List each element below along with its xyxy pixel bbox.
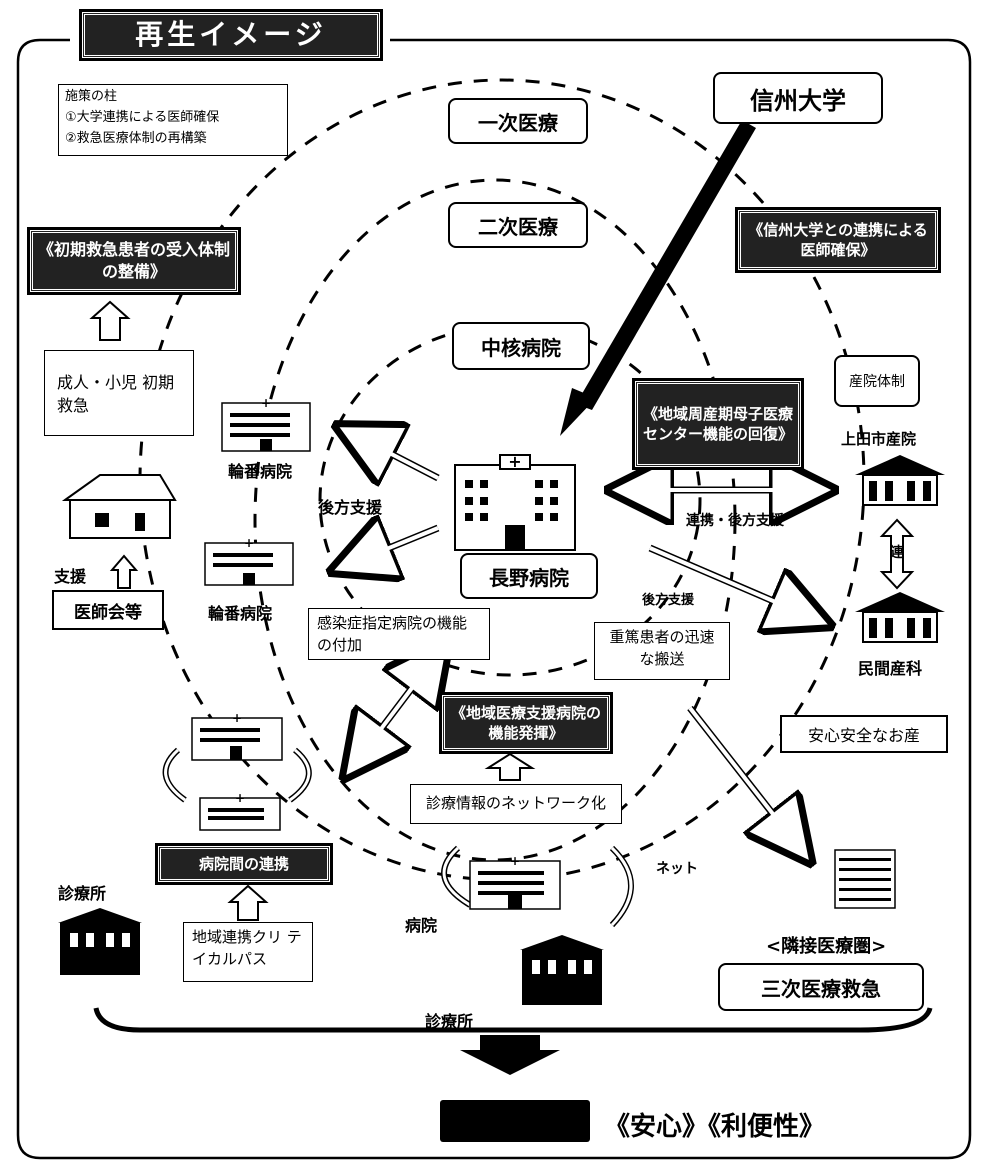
minkan-sanka-icon — [855, 592, 945, 643]
severe-box: 重篤患者の迅速な搬送 — [594, 622, 730, 680]
rinban-hospital-1-icon: + — [221, 396, 311, 452]
adult-child-box: 成人・小児 初期救急 — [44, 350, 194, 436]
sanin-box: 産院体制 — [834, 355, 920, 407]
ueda-sanin-icon — [855, 455, 945, 506]
minkan-label: 民間産科 — [858, 659, 923, 678]
ren-arrows — [879, 518, 915, 590]
up-arrow-clinical — [227, 884, 269, 921]
initial-emergency-box: 《初期救急患者の受入体制の整備》 — [27, 227, 241, 295]
up-arrow-initial — [89, 300, 131, 341]
shien-label: 支援 — [54, 567, 87, 586]
policy-block: 施策の柱 ①大学連携による医師確保 ②救急医療体制の再構築 — [58, 84, 288, 156]
shinshu-arrow — [576, 120, 756, 410]
svg-text:+: + — [510, 854, 520, 868]
koho-label-1: 後方支援 — [318, 498, 383, 517]
clinic-label-left: 診療所 — [58, 884, 107, 903]
regional-support-box: 《地域医療支援病院の機能発揮》 — [439, 692, 613, 754]
anshin-osan-box: 安心安全なお産 — [780, 715, 948, 753]
ring-label-secondary: 二次医療 — [448, 202, 588, 248]
result-black-box — [440, 1100, 590, 1142]
koho-label-2: 後方支援 — [642, 593, 695, 608]
house-icon — [61, 474, 177, 539]
rinban-hospital-2-icon: + — [204, 536, 294, 586]
net-label: ネット — [656, 861, 698, 877]
ring-label-primary: 一次医療 — [448, 98, 588, 144]
svg-text:+: + — [261, 396, 271, 410]
footer-anshin-convenience: 《安心》《利便性》 — [604, 1112, 826, 1142]
ishikai-box: 医師会等 — [52, 590, 164, 630]
svg-text:+: + — [235, 791, 245, 805]
policy-heading: 施策の柱 — [65, 89, 118, 104]
svg-text:+: + — [508, 452, 521, 471]
lower-left-hospital-2-icon: + — [199, 791, 281, 831]
svg-text:+: + — [244, 536, 254, 550]
ren-label: 連 — [890, 545, 904, 561]
network-box: 診療情報のネットワーク化 — [410, 784, 622, 824]
shinshu-link-box: 《信州大学との連携による医師確保》 — [735, 207, 941, 273]
clinical-path-box: 地域連携クリ テイカルパス — [183, 922, 313, 982]
up-arrow-ishikai — [109, 554, 139, 589]
page-title: 再生イメージ — [79, 9, 383, 61]
perinatal-box: 《地域周産期母子医療センター機能の回復》 — [632, 378, 804, 470]
hospital-link-box: 病院間の連携 — [155, 843, 333, 885]
hospital-label: 病院 — [405, 916, 438, 935]
center-hospital-icon: + — [469, 854, 561, 910]
rinban-label-2: 輪番病院 — [208, 604, 273, 623]
core-hospital-icon: + — [454, 452, 576, 551]
infection-box: 感染症指定病院の機能の付加 — [308, 608, 490, 660]
svg-text:+: + — [232, 711, 242, 725]
tertiary-box: 三次医療救急 — [718, 963, 924, 1011]
policy-item-1: ①大学連携による医師確保 — [65, 109, 220, 125]
rinban-label-1: 輪番病院 — [228, 462, 293, 481]
ueda-label: 上田市産院 — [841, 430, 917, 448]
policy-item-2: ②救急医療体制の再構築 — [65, 130, 207, 146]
clinic-center-icon — [520, 935, 604, 1005]
down-arrow — [460, 1035, 560, 1075]
lower-left-hospital-1-icon: + — [191, 711, 283, 761]
ring-label-core: 中核病院 — [452, 322, 590, 370]
shinshu-box: 信州大学 — [713, 72, 883, 124]
outer-frame — [16, 38, 972, 1160]
up-arrow-network — [484, 752, 536, 781]
clinic-label-center: 診療所 — [425, 1012, 474, 1031]
bottom-brace — [93, 1007, 933, 1033]
rinsetsu-hospital-icon — [834, 849, 896, 909]
nagano-hospital-box: 長野病院 — [460, 553, 598, 599]
clinic-left-icon — [58, 908, 142, 975]
rinsetsu-label: <隣接医療圏> — [766, 936, 887, 957]
renkei-koho-label: 連携・後方支援 — [686, 513, 784, 529]
